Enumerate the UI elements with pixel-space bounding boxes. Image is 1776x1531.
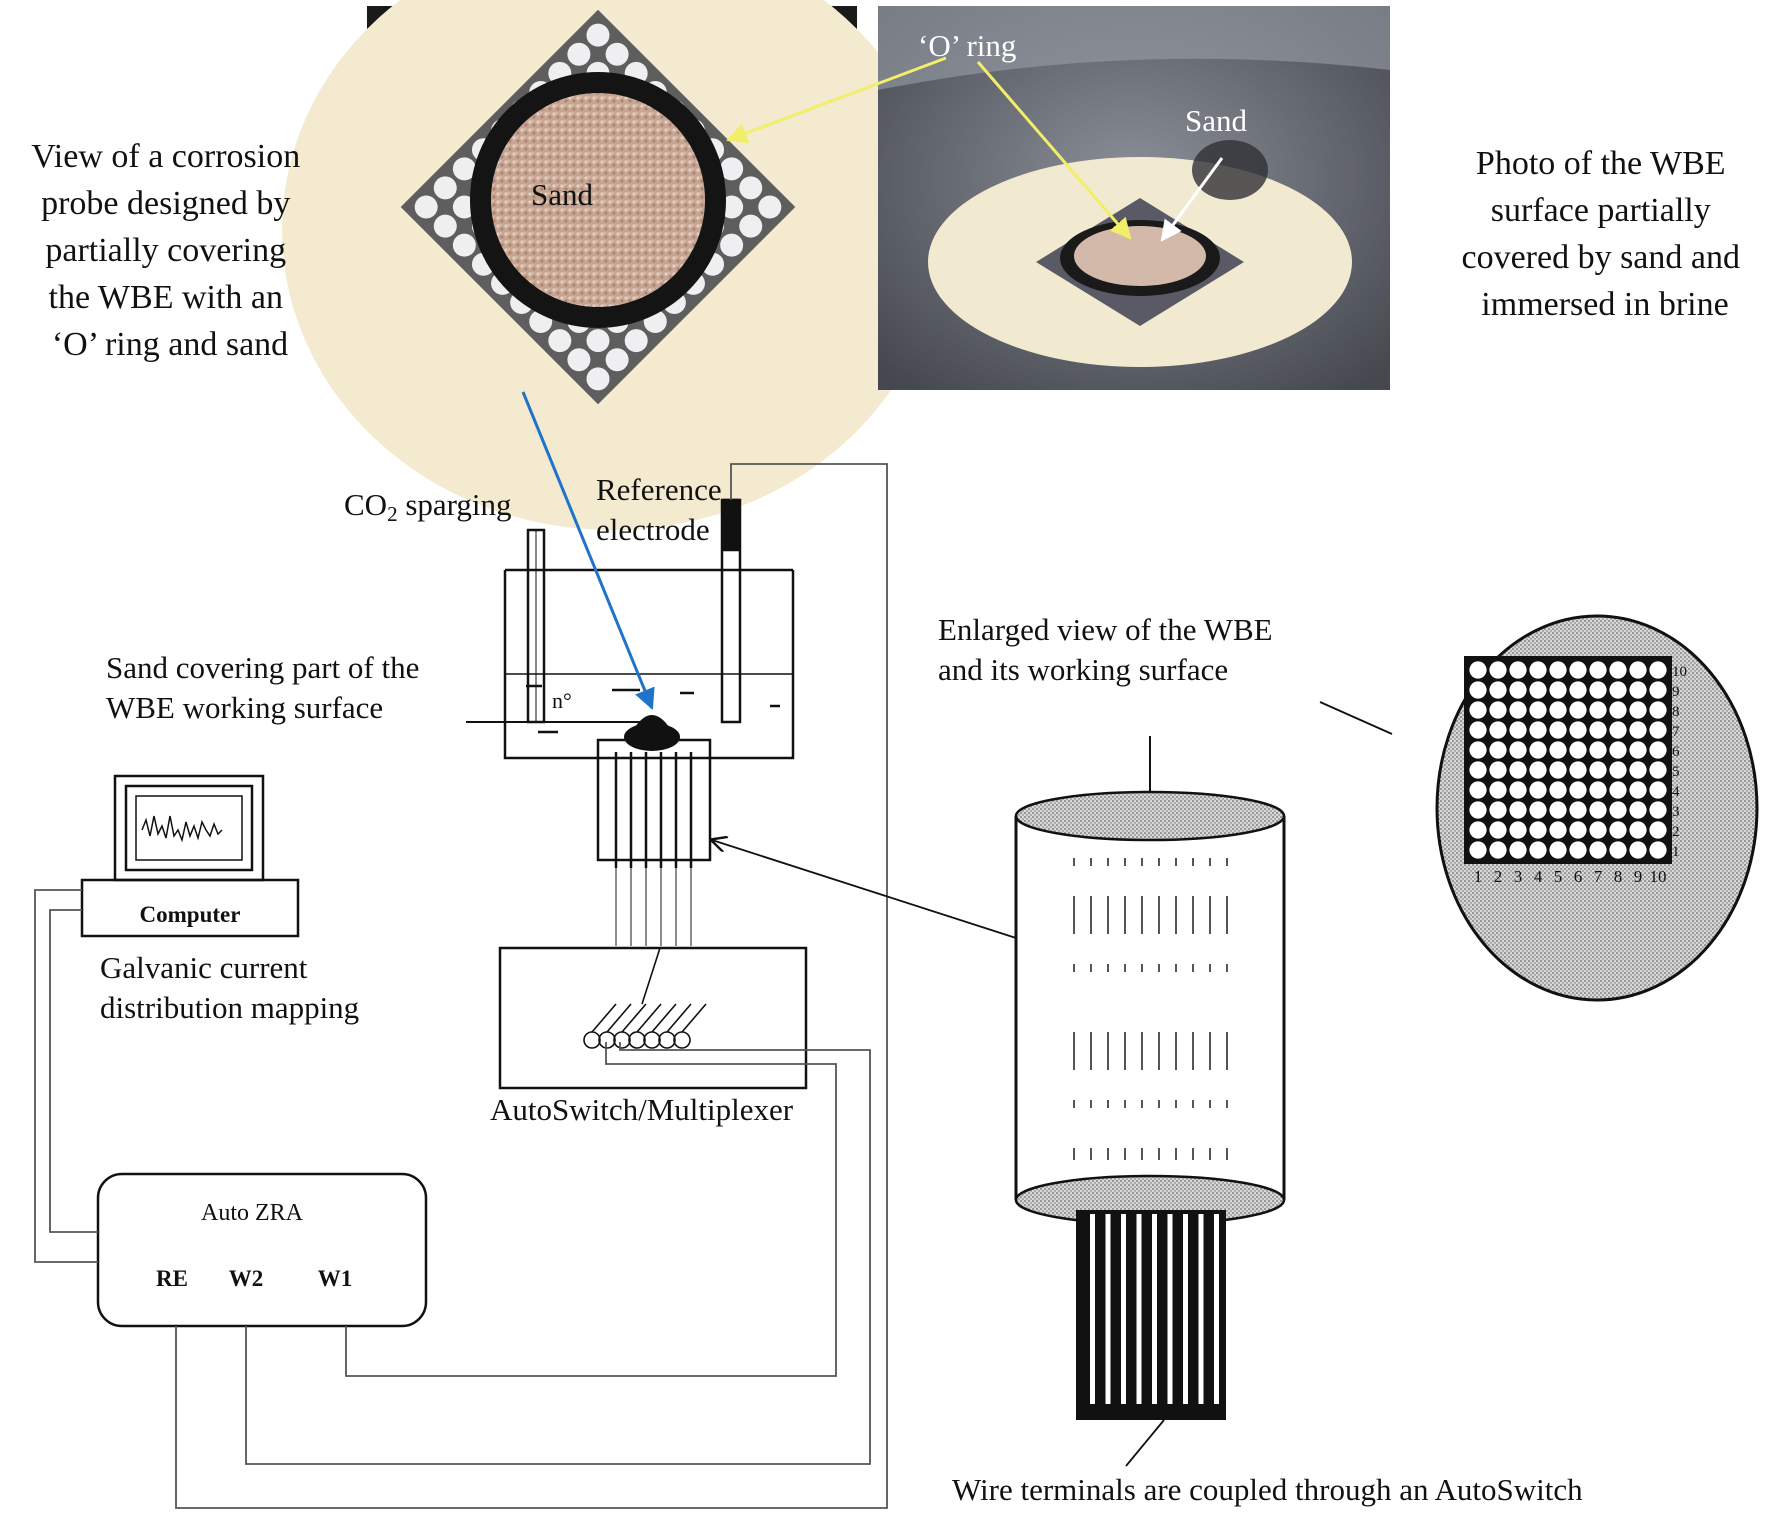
wiring (34, 463, 888, 1509)
computer (80, 774, 300, 938)
re-terminal-label: RE (156, 1266, 188, 1291)
autoswitch-box (498, 946, 808, 1090)
grid-row-number: 1 (1672, 844, 1680, 860)
grid-row-number: 7 (1672, 724, 1680, 740)
grid-col-number: 10 (1650, 867, 1667, 886)
photo2-sand-label: Sand (1185, 103, 1248, 138)
auto-zra-label: Auto ZRA (201, 1200, 304, 1226)
grid-col-number: 4 (1534, 867, 1543, 886)
co2-label: CO2 sparging (344, 487, 512, 526)
grid-col-number: 7 (1594, 867, 1603, 886)
photo2-sand (1074, 226, 1206, 286)
grid-col-number: 3 (1514, 867, 1523, 886)
grid-row-number: 5 (1672, 764, 1680, 780)
grid-col-number: 8 (1614, 867, 1623, 886)
photo-caption: Photo of the WBE surface partially cover… (1461, 145, 1748, 323)
brine-photo: ‘O’ ring Sand (878, 6, 1390, 390)
grid-col-number: 2 (1494, 867, 1503, 886)
enlarged-pointer (1319, 701, 1393, 735)
grid-row-number: 4 (1672, 784, 1680, 800)
probe-caption: View of a corrosion probe designed by pa… (31, 138, 308, 363)
blue-arrow-to-cell (521, 391, 655, 710)
sand-patch (491, 93, 705, 307)
grid-row-number: 3 (1672, 804, 1680, 820)
photo1-sand-label: Sand (531, 177, 594, 212)
wire-terminals-label: Wire terminals are coupled through an Au… (952, 1472, 1583, 1507)
reference-electrode-label: Reference electrode (596, 472, 729, 547)
computer-label: Computer (140, 902, 241, 927)
grid-row-number: 10 (1672, 664, 1687, 680)
grid-row-number: 6 (1672, 744, 1680, 760)
terminal-pointer (1125, 1419, 1165, 1467)
wbe-cylinder (1014, 736, 1286, 1420)
grid-col-number: 6 (1574, 867, 1583, 886)
grid-col-number: 1 (1474, 867, 1483, 886)
white-arrow-sand (1160, 157, 1224, 242)
probe-photo: Sand (282, 0, 942, 530)
grid-row-number: 8 (1672, 704, 1680, 720)
photo2-oring-label: ‘O’ ring (918, 28, 1016, 63)
arrow-to-probe (712, 840, 1017, 939)
grid-col-number: 9 (1634, 867, 1643, 886)
w1-terminal-label: W1 (318, 1266, 353, 1291)
w2-terminal-label: W2 (229, 1266, 264, 1291)
electrochemical-cell: n° (466, 498, 795, 946)
svg-text:n°: n° (552, 688, 572, 713)
autoswitch-label: AutoSwitch/Multiplexer (490, 1092, 794, 1127)
grid-row-number: 9 (1672, 684, 1680, 700)
enlarged-view-label: Enlarged view of the WBE and its working… (938, 612, 1280, 687)
sand-covering-label: Sand covering part of the WBE working su… (106, 650, 427, 725)
grid-row-number: 2 (1672, 824, 1680, 840)
galvanic-label: Galvanic current distribution mapping (100, 950, 359, 1025)
grid-col-number: 5 (1554, 867, 1563, 886)
yellow-arrow-photo2 (976, 61, 1132, 240)
yellow-arrow-to-ring (726, 56, 947, 144)
probe-wires (614, 752, 693, 946)
auto-zra-box (96, 1172, 428, 1328)
